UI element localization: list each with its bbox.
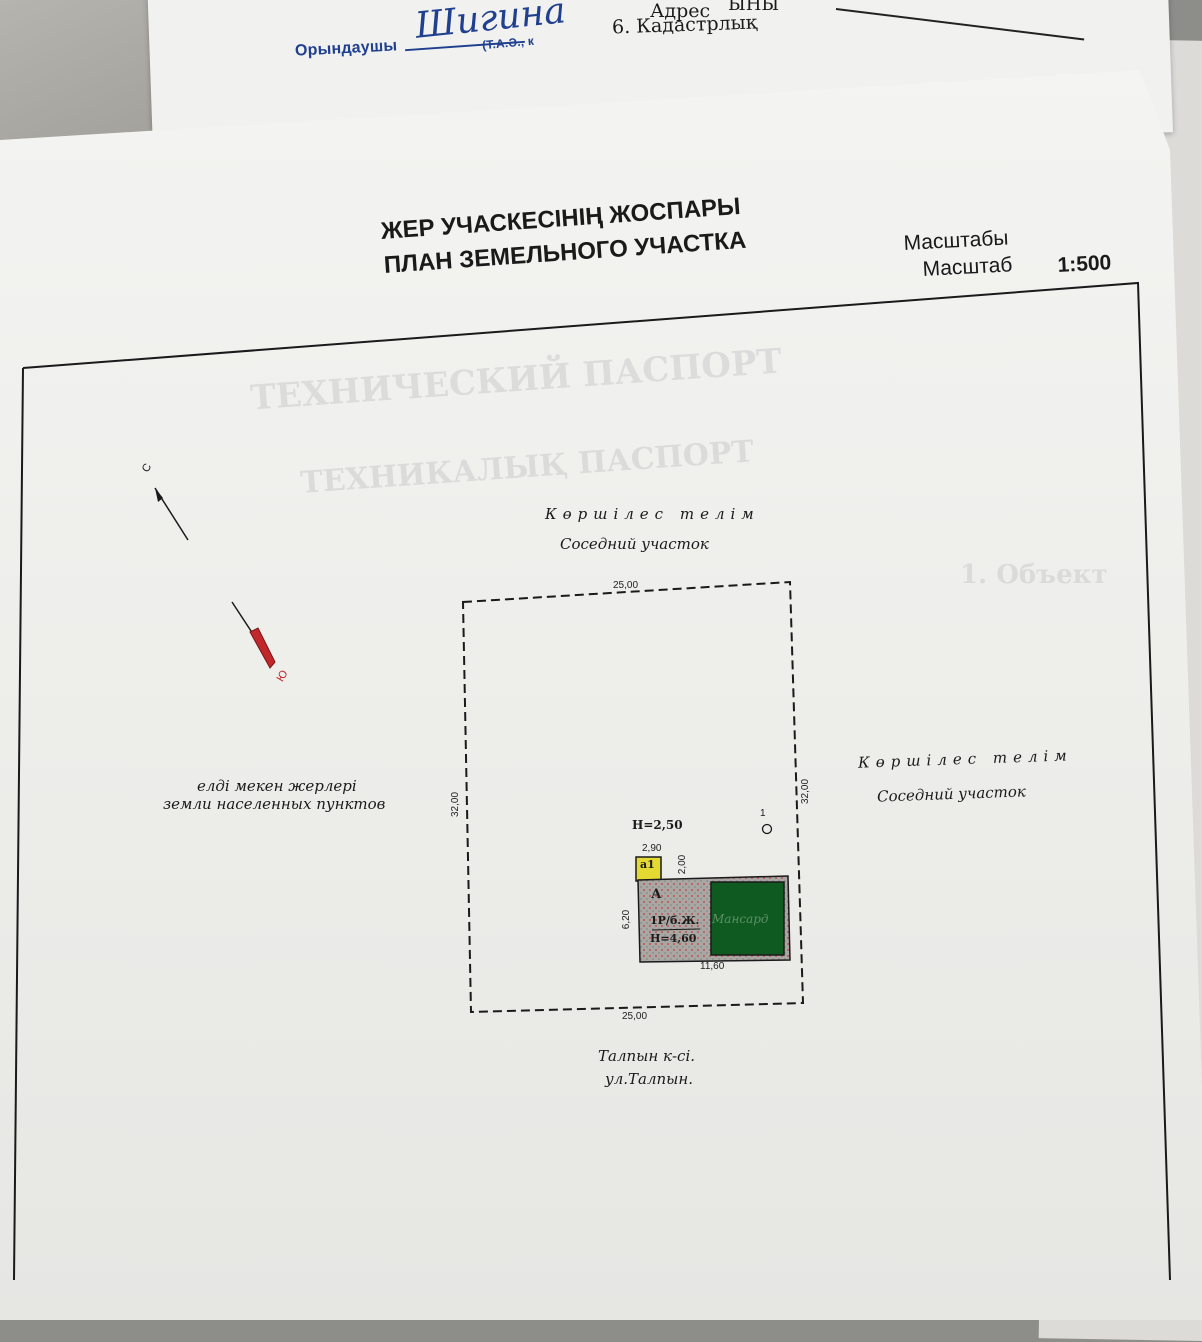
compass-south-line [231,601,254,635]
street-kz: Талпын к-сі. [598,1047,696,1065]
plan-frame [22,281,1171,1280]
parcel-boundary [461,580,805,1014]
dim-annex-width: 2,90 [642,843,662,854]
dim-top: 25,00 [613,580,639,591]
dim-right: 32,00 [800,778,812,805]
neighbor-top-kz: Көршілес телім [545,505,760,523]
neighbor-left-kz: елді мекен жерлері [197,777,357,795]
dim-building-depth: 6,20 [621,909,633,930]
survey-point-label: 1 [760,808,766,819]
dim-bottom: 25,00 [622,1011,648,1022]
plan-frame-left [13,367,24,1280]
neighbor-top-ru: Соседний участок [560,535,709,553]
survey-point [761,823,773,835]
main-building-height: Н=4,60 [650,932,697,945]
dim-annex-depth: 2,00 [677,854,689,875]
plan-sheet [0,70,1202,1320]
compass-north-arrow [155,488,163,502]
compass [154,487,276,669]
main-building-label: А [651,887,662,902]
label-underline [651,928,701,931]
top-fragment: ЫНЫ [728,0,780,15]
street-ru: ул.Талпын. [605,1070,694,1088]
attic-area [710,881,785,956]
attic-label: Мансард [712,912,769,926]
compass-south-arrow [249,627,276,669]
main-building-type: 1Р/б.Ж. [650,914,700,927]
dim-left: 32,00 [450,791,462,818]
dim-building-width: 11,60 [700,961,725,972]
annex-label: а1 [640,858,655,871]
bleed-through: 1. Объект [960,560,1108,590]
address-label: Адрес [650,0,711,22]
plan-drawing [13,281,1171,1280]
neighbor-left-ru: земли населенных пунктов [163,795,386,813]
building-height-label: Н=2,50 [632,818,683,832]
